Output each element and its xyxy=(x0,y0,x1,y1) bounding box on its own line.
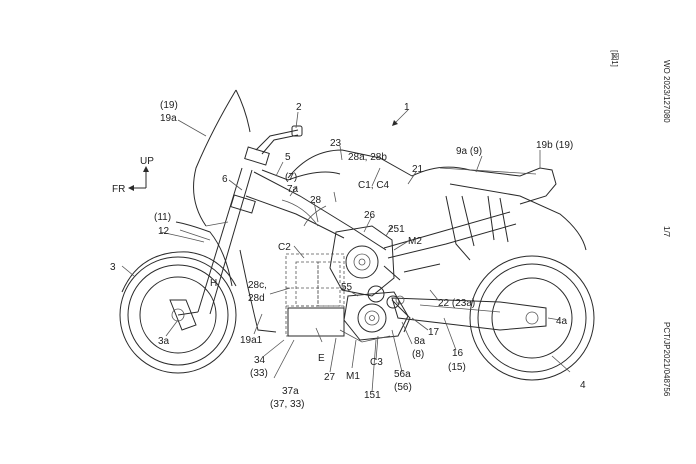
label-19a: 19a xyxy=(160,113,177,124)
side-header: WO 2023/127080 [図1] 1/7 PCT/JP2021/04875… xyxy=(610,50,671,397)
reference-labels: 1 2 3 3a 4 4a 5 6 (7) 7a 8a (8) 9a (9) (… xyxy=(110,100,586,410)
label-27: 27 xyxy=(324,372,336,383)
front-cowl xyxy=(159,221,277,333)
label-4: 4 xyxy=(580,380,586,391)
label-7: (7) xyxy=(285,172,297,183)
label-55: 55 xyxy=(341,282,353,293)
label-4a: 4a xyxy=(556,316,568,327)
swingarm xyxy=(386,295,547,331)
direction-indicator: UP FR xyxy=(112,156,154,195)
label-17: 17 xyxy=(428,327,440,338)
label-6: 6 xyxy=(222,174,228,185)
rear-frame xyxy=(383,211,517,281)
front-wheel xyxy=(119,251,237,374)
label-8a: 8a xyxy=(414,336,426,347)
front-fork xyxy=(169,146,270,331)
label-c2: C2 xyxy=(278,242,291,253)
label-23: 23 xyxy=(330,138,342,149)
page-number: 1/7 xyxy=(662,226,671,238)
label-26: 26 xyxy=(364,210,376,221)
label-56: (56) xyxy=(394,382,412,393)
seat-tail xyxy=(411,166,587,261)
application-number: PCT/JP2021/048756 xyxy=(662,322,671,397)
lower-motor xyxy=(343,285,409,341)
publication-number: WO 2023/127080 xyxy=(662,60,671,123)
linkage xyxy=(339,295,411,343)
label-12: 12 xyxy=(158,226,170,237)
tank-cover xyxy=(287,149,413,227)
front-label: FR xyxy=(112,184,125,195)
label-m1: M1 xyxy=(346,371,360,382)
label-22: 22 (23a) xyxy=(438,298,475,309)
label-19: (19) xyxy=(160,100,178,111)
label-33: (33) xyxy=(250,368,268,379)
battery-pack xyxy=(285,253,345,337)
label-m2: M2 xyxy=(408,236,422,247)
main-frame xyxy=(245,169,387,251)
label-151: 151 xyxy=(364,390,381,401)
label-11: (11) xyxy=(154,212,171,223)
label-28c: 28c, xyxy=(248,280,267,291)
label-251: 251 xyxy=(388,224,405,235)
label-34: 34 xyxy=(254,355,266,366)
label-h: H xyxy=(210,278,217,289)
label-1: 1 xyxy=(404,102,410,113)
label-7a: 7a xyxy=(287,184,299,195)
upper-motor xyxy=(329,225,395,297)
leader-lines xyxy=(121,109,571,393)
label-5: 5 xyxy=(285,152,291,163)
rear-wheel xyxy=(469,255,595,381)
up-label: UP xyxy=(140,156,154,167)
label-21: 21 xyxy=(412,164,424,175)
label-16: 16 xyxy=(452,348,464,359)
label-28: 28 xyxy=(310,195,322,206)
label-15: (15) xyxy=(448,362,466,373)
label-19a1: 19a1 xyxy=(240,335,263,346)
label-9a: 9a (9) xyxy=(456,146,482,157)
handlebar xyxy=(255,125,303,155)
label-c3: C3 xyxy=(370,357,383,368)
label-37a: 37a xyxy=(282,386,299,397)
label-56a: 56a xyxy=(394,369,411,380)
label-c1-c4: C1, C4 xyxy=(358,180,390,191)
label-28ab: 28a, 28b xyxy=(348,152,387,163)
label-3a: 3a xyxy=(158,336,170,347)
figure-tag: [図1] xyxy=(610,50,619,67)
label-2: 2 xyxy=(296,102,302,113)
label-19b: 19b (19) xyxy=(536,140,573,151)
label-8: (8) xyxy=(412,349,424,360)
label-37-33: (37, 33) xyxy=(270,399,304,410)
label-e: E xyxy=(318,353,325,364)
label-3: 3 xyxy=(110,262,116,273)
windscreen xyxy=(193,89,251,227)
label-28d: 28d xyxy=(248,293,265,304)
